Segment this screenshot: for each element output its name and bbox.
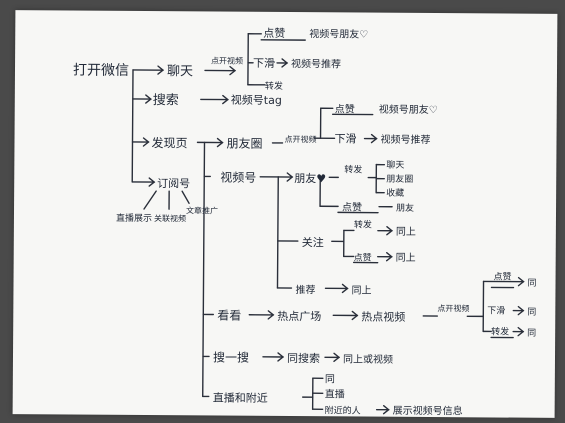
node-labels: 打开微信 聊天 点开视频 点赞 视频号朋友♡ 下滑 视频号推荐 转发 搜索 视频… — [73, 27, 537, 417]
search2-result: 同搜索 — [287, 351, 320, 365]
friends-node: 朋友♥ — [294, 171, 326, 185]
chat-node: 聊天 — [167, 64, 193, 79]
search2-result2: 同上或视频 — [343, 352, 393, 365]
search-node: 搜索 — [153, 93, 179, 108]
search2-node: 搜一搜 — [213, 350, 249, 365]
chat-like-node: 点赞 — [263, 27, 285, 40]
connector-lines — [131, 33, 525, 411]
topstories-like-node: 点赞 — [494, 270, 512, 282]
chat-down-node: 下滑 — [253, 57, 275, 70]
friends-like-node: 点赞 — [342, 200, 362, 213]
friends-share-target-1: 聊天 — [386, 159, 404, 171]
moments-like-node: 点赞 — [335, 102, 355, 115]
friends-like-result: 朋友 — [396, 202, 414, 214]
friends-share-target-3: 收藏 — [386, 187, 404, 199]
follow-share-result: 同上 — [396, 226, 416, 238]
chat-action-label: 点开视频 — [211, 55, 243, 65]
channels-node: 视频号 — [220, 170, 256, 185]
topstories-node: 看看 — [217, 309, 241, 323]
follow-like-node: 点赞 — [354, 251, 372, 263]
topstories-share-result: 同 — [527, 328, 536, 339]
arrow-heads — [142, 58, 525, 415]
sub-child-2: 关联视频 — [154, 213, 186, 223]
follow-share-node: 转发 — [354, 218, 372, 230]
live-node: 直播和附近 — [213, 391, 268, 405]
moments-like-result: 视频号朋友♡ — [379, 103, 438, 116]
live-same: 同 — [325, 373, 335, 385]
root-node: 打开微信 — [73, 62, 129, 79]
topstories-like-result: 同 — [527, 278, 536, 289]
friends-share-target-2: 朋友圈 — [386, 173, 413, 185]
topstories-share-node: 转发 — [491, 325, 509, 337]
moments-node: 朋友圈 — [226, 137, 262, 151]
topstories-down-result: 同 — [527, 307, 536, 318]
highlight-marks — [260, 39, 515, 339]
moments-down-result: 视频号推荐 — [380, 133, 430, 146]
follow-like-result: 同上 — [396, 252, 416, 264]
chat-down-result: 视频号推荐 — [291, 57, 341, 70]
moments-down-node: 下滑 — [334, 132, 356, 145]
follow-node: 关注 — [302, 235, 324, 249]
search-result: 视频号tag — [231, 93, 282, 107]
chat-share-node: 转发 — [265, 80, 283, 92]
live-nearby-result: 展示视频号信息 — [393, 404, 463, 417]
friends-share-node: 转发 — [344, 163, 362, 175]
moments-action-label: 点开视频 — [284, 134, 316, 144]
chat-like-result: 视频号朋友♡ — [309, 27, 368, 40]
subscription-node: 订阅号 — [157, 177, 190, 190]
recommend-node: 推荐 — [295, 283, 315, 296]
topstories-down-node: 下滑 — [487, 305, 505, 316]
live-nearby: 附近的人 — [325, 404, 361, 416]
sub-child-3: 文章推广 — [186, 205, 218, 215]
discover-node: 发现页 — [151, 135, 187, 150]
live-stream: 直播 — [325, 387, 345, 400]
topstories-video: 热点视频 — [361, 310, 405, 324]
mind-map: 打开微信 聊天 点开视频 点赞 视频号朋友♡ 下滑 视频号推荐 转发 搜索 视频… — [73, 27, 537, 417]
recommend-result: 同上 — [351, 284, 371, 296]
sub-child-1: 直播展示 — [116, 212, 152, 224]
paper-sheet: 打开微信 聊天 点开视频 点赞 视频号朋友♡ 下滑 视频号推荐 转发 搜索 视频… — [12, 10, 558, 418]
topstories-action-label: 点开视频 — [437, 303, 469, 313]
topstories-square: 热点广场 — [277, 309, 321, 323]
